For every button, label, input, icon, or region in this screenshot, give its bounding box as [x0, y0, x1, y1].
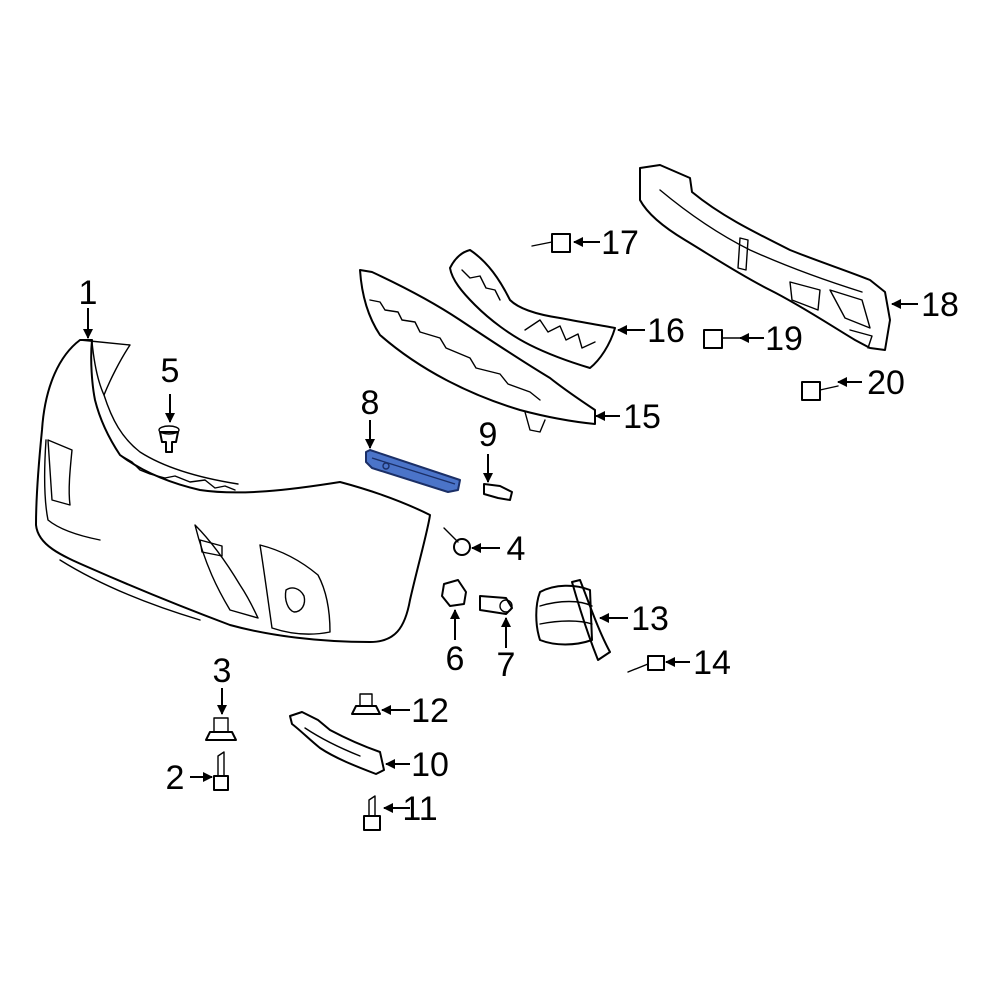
callout-2: 2	[166, 759, 185, 797]
bolt-19[interactable]	[703, 329, 741, 349]
bolt-9[interactable]	[483, 483, 513, 501]
reinforcement-18[interactable]	[639, 164, 891, 351]
energy-absorber-15[interactable]	[359, 269, 596, 433]
callout-9: 9	[479, 416, 498, 454]
nut-12[interactable]	[351, 693, 381, 715]
clip-5[interactable]	[158, 425, 180, 453]
callout-15: 15	[623, 398, 661, 436]
leader-lines	[83, 237, 918, 813]
callout-7: 7	[497, 646, 516, 684]
fog-lamp-13[interactable]	[535, 579, 611, 661]
screw-4[interactable]	[443, 527, 471, 556]
clip-6[interactable]	[441, 579, 467, 607]
nut-3[interactable]	[205, 717, 237, 741]
callout-13: 13	[631, 600, 669, 638]
bolt-20[interactable]	[801, 381, 839, 401]
callout-16: 16	[647, 312, 685, 350]
clip-7[interactable]	[479, 595, 513, 615]
callout-3: 3	[213, 652, 232, 690]
callout-18: 18	[921, 286, 959, 324]
callout-20: 20	[867, 364, 905, 402]
callout-8: 8	[361, 384, 380, 422]
callout-12: 12	[411, 692, 449, 730]
callout-5: 5	[161, 352, 180, 390]
screw-14[interactable]	[627, 655, 665, 673]
callout-19: 19	[765, 320, 803, 358]
bolt-17[interactable]	[531, 233, 571, 253]
bracket-8-highlighted[interactable]	[365, 449, 461, 493]
callout-14: 14	[693, 644, 731, 682]
callout-6: 6	[446, 640, 465, 678]
bracket-10[interactable]	[289, 711, 385, 775]
retainer-16[interactable]	[449, 249, 616, 369]
callout-labels: 1 2 3 4 5 6 7 8 9 10 11 12 13 14 15 16 1…	[79, 224, 959, 828]
callout-1: 1	[79, 274, 98, 312]
bolt-11[interactable]	[363, 795, 381, 831]
callout-17: 17	[601, 224, 639, 262]
callout-4: 4	[507, 530, 526, 568]
bolt-2[interactable]	[213, 751, 229, 791]
bumper-cover[interactable]	[35, 339, 431, 643]
callout-10: 10	[411, 746, 449, 784]
callout-11: 11	[402, 790, 437, 828]
